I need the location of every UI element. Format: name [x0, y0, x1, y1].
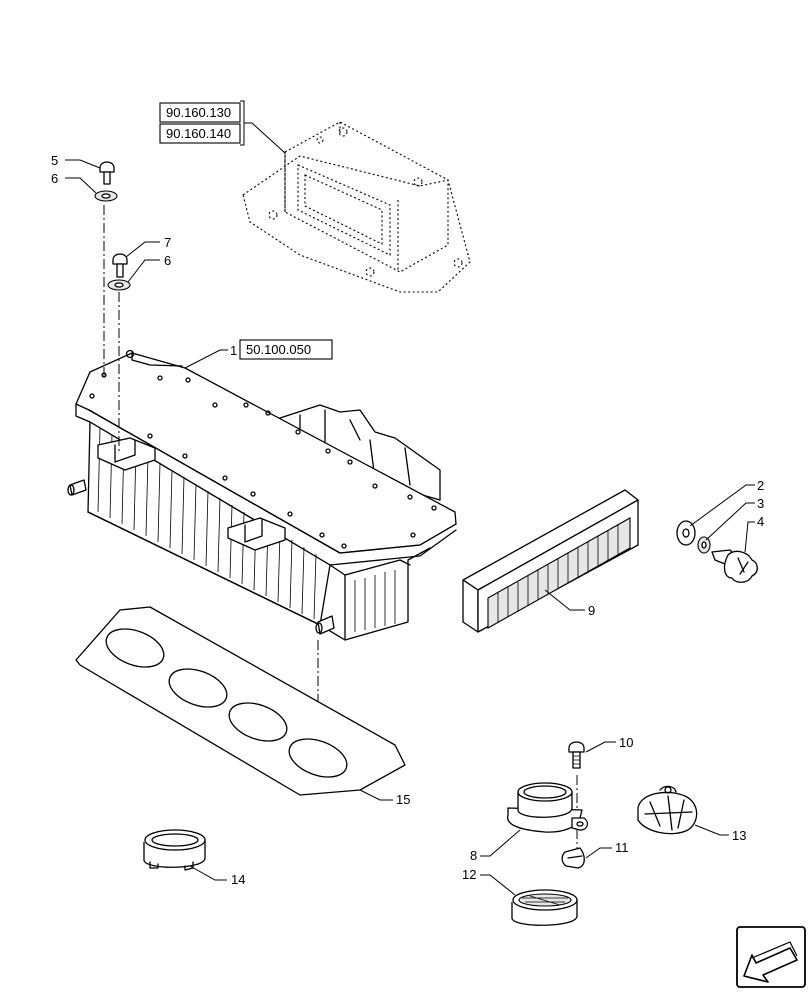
callout-9: 9 — [588, 603, 595, 618]
reference-bracket — [240, 100, 245, 146]
leader-lines — [65, 159, 755, 896]
callout-2: 2 — [757, 478, 764, 493]
reference-leader — [244, 122, 286, 154]
callout-8: 8 — [470, 848, 477, 863]
screw-item-10[interactable] — [568, 741, 585, 769]
callout-7: 7 — [164, 235, 171, 250]
screw-item-5[interactable] — [99, 161, 115, 185]
callout-15: 15 — [396, 792, 410, 807]
screw-item-7[interactable] — [112, 253, 128, 278]
clip-item-11[interactable] — [561, 847, 585, 869]
gasket-item-15[interactable] — [75, 606, 406, 796]
reference-label-main: 50.100.050 — [246, 342, 311, 357]
callout-numbers: 5 6 7 6 1 2 3 4 9 10 11 8 12 13 14 15 — [51, 153, 764, 887]
callout-13: 13 — [732, 828, 746, 843]
previous-page-arrow-icon[interactable] — [736, 926, 806, 988]
reference-label-upper: 90.160.130 — [166, 105, 231, 120]
callout-3: 3 — [757, 496, 764, 511]
callout-12: 12 — [462, 867, 476, 882]
collar-item-8[interactable] — [507, 782, 589, 833]
screen-item-12[interactable] — [511, 889, 578, 926]
callout-6-lower: 6 — [164, 253, 171, 268]
reference-box-main[interactable]: 50.100.050 — [239, 339, 333, 360]
reference-duct-outline — [242, 121, 471, 293]
reference-box-lower[interactable]: 90.160.140 — [159, 123, 241, 144]
washer-item-6-upper[interactable] — [94, 190, 118, 202]
callout-10: 10 — [619, 735, 633, 750]
reference-label-lower: 90.160.140 — [166, 126, 231, 141]
knob-item-4[interactable] — [711, 549, 758, 583]
callout-1: 1 — [230, 343, 237, 358]
washer-item-2[interactable] — [676, 520, 696, 546]
ring-item-14[interactable] — [143, 829, 206, 871]
housing-assembly — [67, 349, 457, 641]
reference-box-upper[interactable]: 90.160.130 — [159, 102, 241, 123]
callout-4: 4 — [757, 514, 764, 529]
washer-item-3[interactable] — [697, 536, 711, 554]
callout-6-upper: 6 — [51, 171, 58, 186]
callout-11: 11 — [615, 840, 629, 855]
washer-item-6-lower[interactable] — [107, 279, 131, 291]
valve-item-13[interactable] — [637, 785, 698, 835]
filter-element-item-9[interactable] — [462, 489, 639, 633]
callout-5: 5 — [51, 153, 58, 168]
callout-14: 14 — [231, 872, 245, 887]
